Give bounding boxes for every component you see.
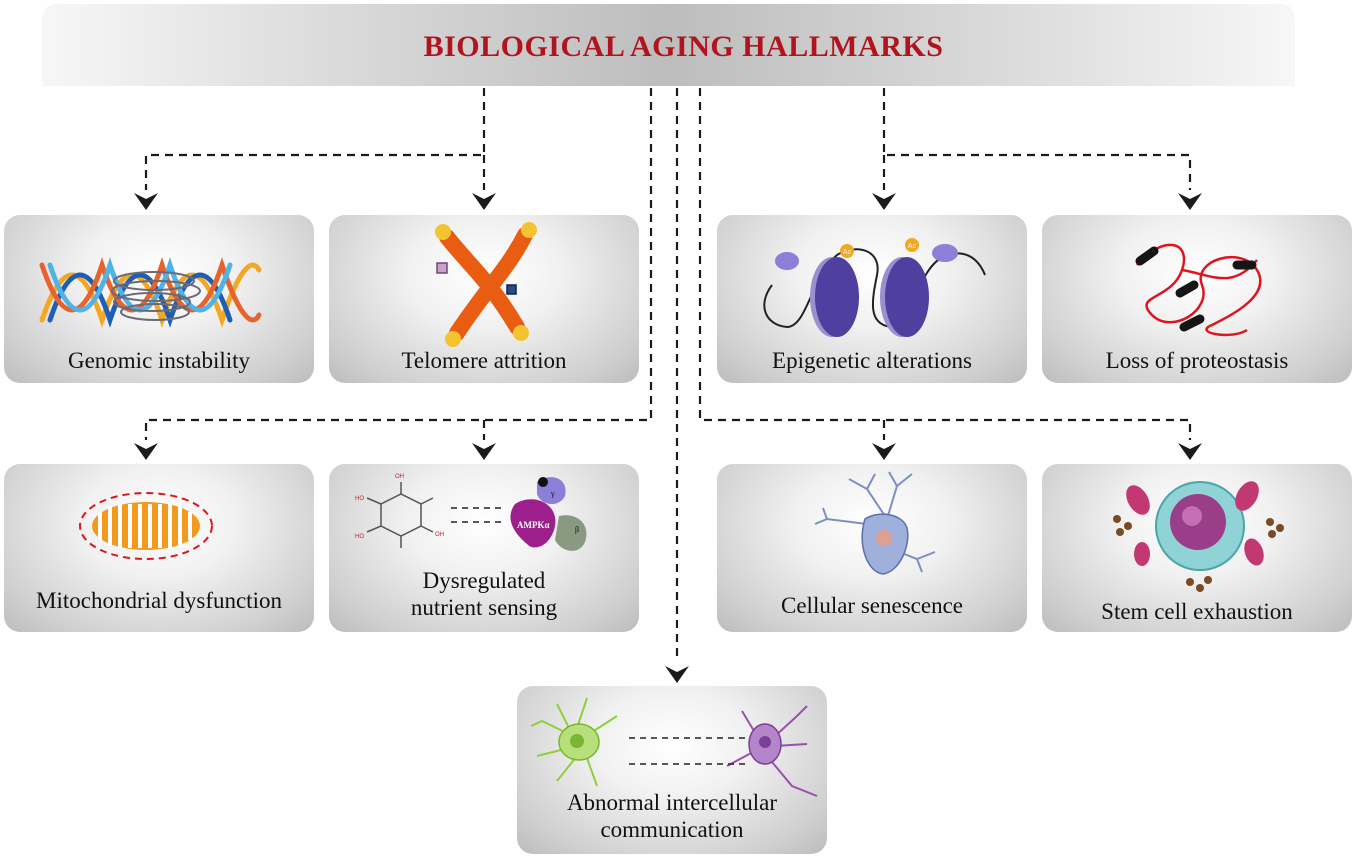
label-stem-cell-exhaustion: Stem cell exhaustion	[1101, 599, 1293, 624]
ampk-gamma-label: γ	[550, 489, 555, 498]
ampk-alpha-label: AMPKα	[517, 520, 550, 530]
label-cellular-senescence: Cellular senescence	[781, 593, 963, 618]
connector-stem-cell	[698, 88, 1192, 440]
chromosome-icon	[435, 222, 537, 347]
ampk-beta-label: β	[575, 525, 579, 534]
connector-mitochondrial	[144, 88, 653, 440]
label-genomic-instability: Genomic instability	[67, 348, 251, 373]
dna-helix-icon	[39, 257, 262, 328]
arrowhead-nutrient	[472, 443, 496, 460]
card-telomere-attrition: Telomere attrition	[329, 215, 639, 383]
stem-cell-icon	[1113, 481, 1284, 592]
label-nutrient-line2: nutrient sensing	[410, 595, 558, 620]
neuron-communication-icon	[530, 697, 818, 797]
acetyl-mark-1: Ac	[843, 249, 852, 256]
glucose-oh-1: OH	[395, 474, 404, 480]
connector-genomic	[144, 88, 486, 190]
mitochondrion-icon	[79, 492, 213, 560]
histone-nucleosome-icon: Ac Ac	[763, 238, 986, 337]
card-dysregulated-nutrient-sensing: HO OH OH HO AMPKα γ β Dysregulated nutri…	[329, 464, 639, 632]
title-bar: BIOLOGICAL AGING HALLMARKS	[42, 4, 1295, 86]
arrowhead-proteostasis	[1178, 193, 1202, 210]
misfolded-protein-icon	[1135, 243, 1262, 337]
label-communication-line1: Abnormal intercellular	[566, 790, 778, 815]
card-cellular-senescence: Cellular senescence	[717, 464, 1027, 632]
glucose-ho-1: HO	[355, 496, 364, 502]
acetyl-mark-2: Ac	[908, 243, 917, 250]
arrowhead-telomere	[472, 193, 496, 210]
label-telomere-attrition: Telomere attrition	[401, 348, 567, 373]
card-epigenetic-alterations: Ac Ac Epigenetic alterations	[717, 215, 1027, 383]
label-mitochondrial-dysfunction: Mitochondrial dysfunction	[36, 588, 282, 613]
arrowhead-epigenetic	[872, 193, 896, 210]
label-loss-of-proteostasis: Loss of proteostasis	[1105, 348, 1289, 373]
arrowhead-stem-cell	[1178, 443, 1202, 460]
card-stem-cell-exhaustion: Stem cell exhaustion	[1042, 464, 1352, 632]
ampk-glucose-icon: HO OH OH HO AMPKα γ β	[355, 474, 587, 551]
card-abnormal-intercellular-communication: Abnormal intercellular communication	[517, 686, 827, 854]
arrowhead-mitochondrial	[134, 443, 158, 460]
glucose-ho-2: HO	[355, 534, 364, 540]
senescent-cell-icon	[814, 471, 936, 575]
label-epigenetic-alterations: Epigenetic alterations	[772, 348, 972, 373]
label-nutrient-line1: Dysregulated	[422, 568, 546, 593]
connector-proteostasis	[882, 88, 1192, 190]
card-loss-of-proteostasis: Loss of proteostasis	[1042, 215, 1352, 383]
card-mitochondrial-dysfunction: Mitochondrial dysfunction	[4, 464, 314, 632]
arrowhead-communication	[665, 666, 689, 683]
arrowhead-senescence	[872, 443, 896, 460]
card-genomic-instability: Genomic instability	[4, 215, 314, 383]
diagram-title: BIOLOGICAL AGING HALLMARKS	[423, 30, 944, 63]
glucose-oh-2: OH	[435, 532, 444, 538]
arrowhead-genomic	[134, 193, 158, 210]
label-communication-line2: communication	[600, 817, 744, 842]
